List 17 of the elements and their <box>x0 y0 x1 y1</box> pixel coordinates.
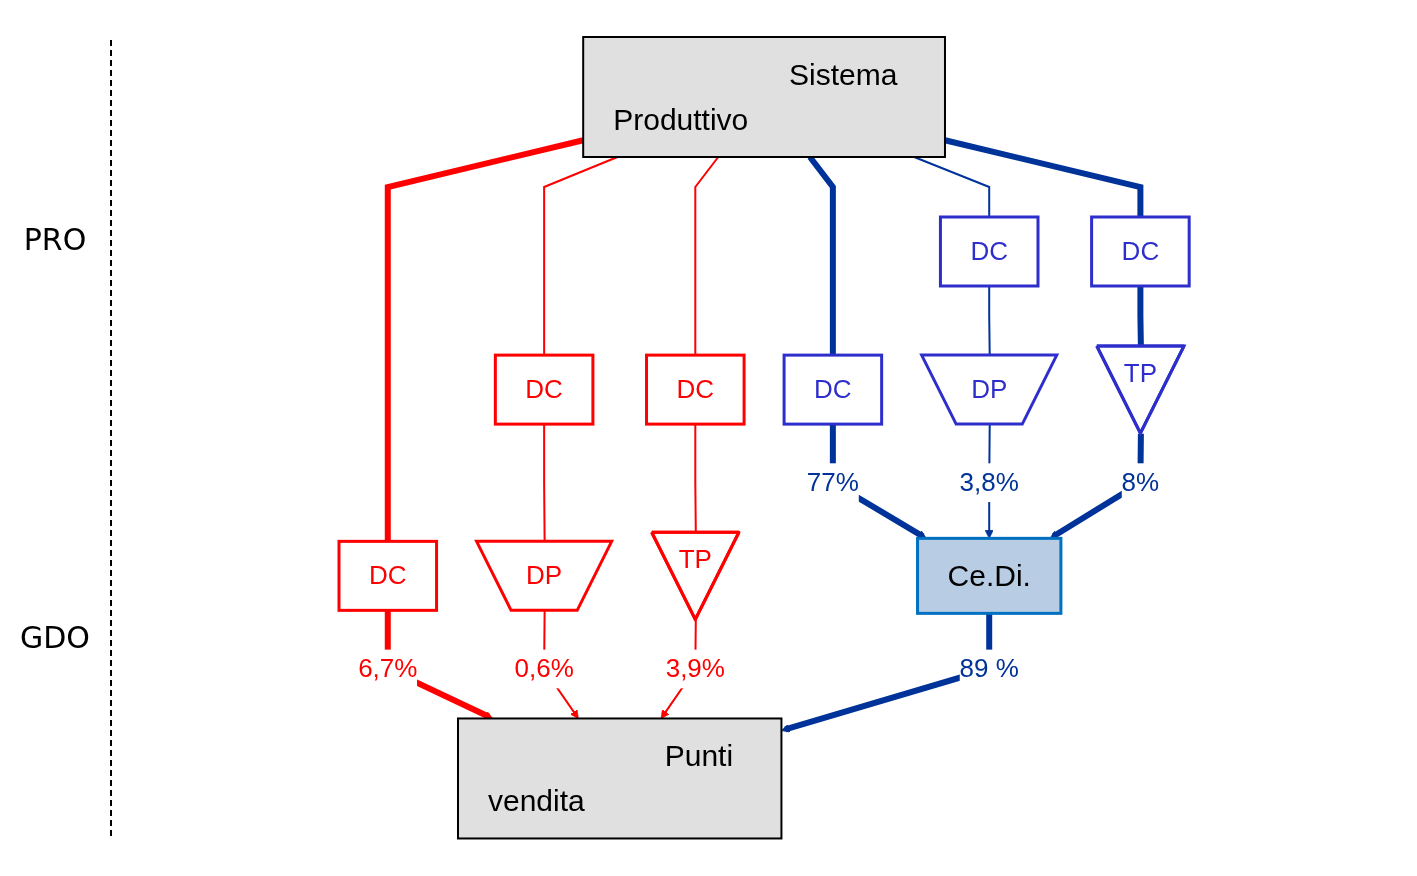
edge-label: 6,7% <box>358 653 418 684</box>
edge-label: 77% <box>807 467 860 498</box>
edge-label: 3,9% <box>666 653 726 684</box>
connector <box>1137 286 1145 347</box>
node-box: DC <box>1090 215 1192 288</box>
edge-label: 0,6% <box>514 653 575 684</box>
node-box: DC <box>939 215 1040 288</box>
node-box: Ce.Di. <box>916 537 1063 616</box>
edge-label: 8% <box>1122 467 1160 498</box>
node-box: DC <box>494 353 595 426</box>
node-box: DC <box>337 540 439 613</box>
node-box: Sistema Produttivo <box>582 36 947 159</box>
edge-label: 89 % <box>959 653 1020 684</box>
node-box: DC <box>783 353 884 426</box>
node-box: Punti vendita <box>457 717 783 840</box>
node-box: DC <box>645 353 746 426</box>
edge-label: 3,8% <box>959 467 1020 498</box>
